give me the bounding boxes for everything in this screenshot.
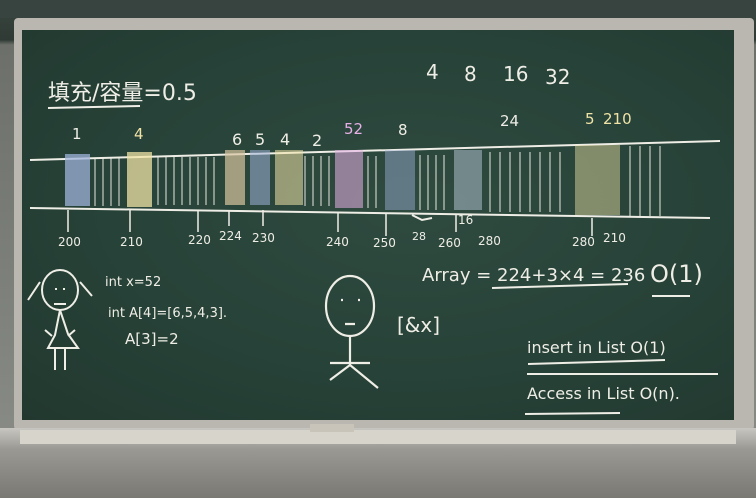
cell-8 bbox=[385, 150, 415, 210]
insert-line: insert in List O(1) bbox=[527, 338, 666, 357]
code-line-2: int A[4]=[6,5,4,3]. bbox=[108, 306, 227, 321]
eraser bbox=[310, 424, 354, 432]
addr-220: 220 bbox=[188, 233, 211, 247]
label-2: 2 bbox=[312, 131, 322, 150]
label-210: 210 bbox=[603, 110, 632, 128]
cell-6 bbox=[225, 150, 245, 205]
stick-figure-center bbox=[324, 274, 379, 389]
addr-28: 28 bbox=[412, 230, 426, 243]
chalk-underlines bbox=[47, 105, 718, 415]
title-left: 填充/容量=0.5 bbox=[48, 81, 197, 106]
strip-hatching bbox=[94, 146, 661, 216]
array-equation: Array = 224+3×4 = 236 bbox=[422, 265, 645, 286]
addr-280b: 280 bbox=[572, 235, 595, 249]
label-52: 52 bbox=[344, 120, 363, 138]
tray-rail bbox=[20, 430, 736, 444]
label-6: 6 bbox=[232, 130, 242, 149]
label-24: 24 bbox=[500, 112, 519, 130]
addr-240: 240 bbox=[326, 235, 349, 249]
label-5: 5 bbox=[255, 130, 265, 149]
cell-4 bbox=[127, 152, 152, 207]
cell-5 bbox=[250, 150, 270, 205]
label-8: 8 bbox=[398, 121, 408, 139]
cell-210 bbox=[575, 145, 620, 215]
label-5b: 5 bbox=[585, 110, 595, 128]
cell-52 bbox=[335, 150, 363, 208]
addr-250: 250 bbox=[373, 236, 396, 250]
address-ticks bbox=[67, 210, 593, 236]
addr-210b: 210 bbox=[603, 231, 626, 245]
addr-210: 210 bbox=[120, 235, 143, 249]
size-16: 16 bbox=[503, 62, 528, 86]
address-of-x: [&x] bbox=[397, 313, 440, 337]
cell-4b bbox=[275, 150, 303, 205]
size-4: 4 bbox=[426, 60, 439, 84]
stick-figure-left bbox=[27, 269, 93, 370]
size-8: 8 bbox=[464, 62, 477, 86]
label-4: 4 bbox=[134, 125, 144, 143]
cell-1 bbox=[65, 154, 90, 206]
addr-230: 230 bbox=[252, 231, 275, 245]
memory-strip-bottom-line bbox=[29, 207, 711, 219]
addr-16: 16 bbox=[458, 213, 473, 227]
code-line-3: A[3]=2 bbox=[125, 330, 179, 348]
size-32: 32 bbox=[545, 65, 570, 89]
access-line: Access in List O(n). bbox=[527, 384, 680, 403]
addr-280a: 280 bbox=[478, 234, 501, 248]
upper-board-edge bbox=[0, 0, 756, 18]
chalkboard bbox=[22, 30, 734, 420]
label-1: 1 bbox=[72, 125, 82, 143]
code-line-1: int x=52 bbox=[105, 275, 161, 290]
addr-224: 224 bbox=[219, 229, 242, 243]
addr-200: 200 bbox=[58, 235, 81, 249]
cell-16 bbox=[454, 150, 482, 210]
array-complexity: O(1) bbox=[650, 260, 703, 288]
label-4b: 4 bbox=[280, 130, 290, 149]
addr-260: 260 bbox=[438, 236, 461, 250]
